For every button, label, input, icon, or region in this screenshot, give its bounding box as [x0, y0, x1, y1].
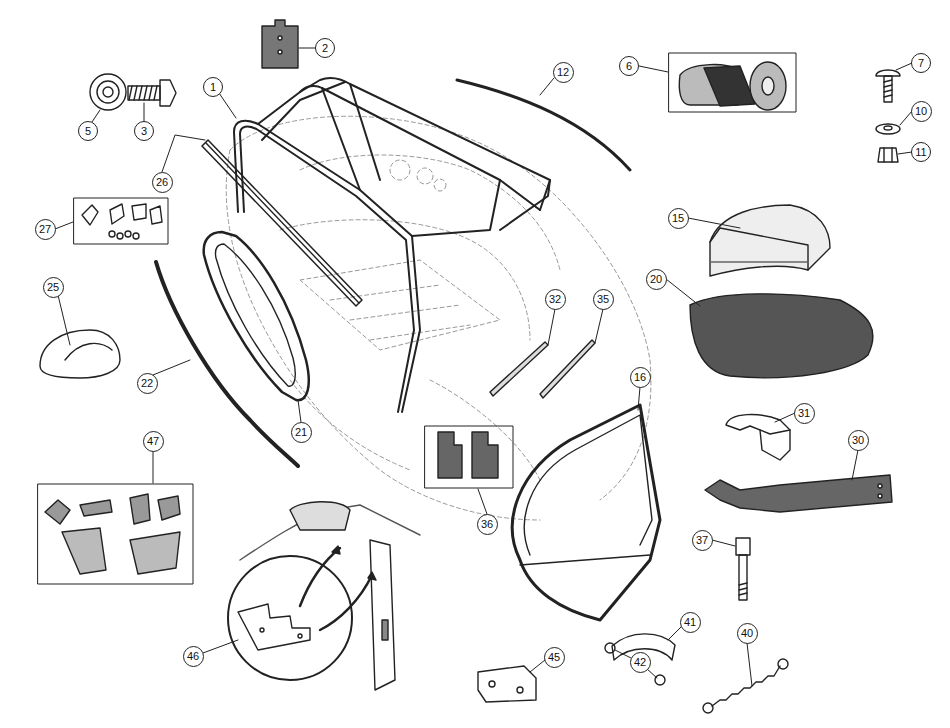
callout-number: 10	[911, 101, 932, 122]
callout-number: 22	[137, 373, 158, 394]
callout-number: 6	[619, 56, 639, 76]
callout-number: 1	[203, 77, 223, 97]
callout-number: 40	[737, 623, 758, 644]
callout-number: 2	[315, 38, 335, 58]
callout-number: 41	[680, 612, 701, 633]
callout-number: 21	[291, 422, 312, 443]
callout-number: 37	[692, 530, 713, 551]
callout-number: 27	[35, 219, 56, 240]
callout-number: 47	[143, 431, 164, 452]
callout-number: 31	[794, 403, 815, 424]
callout-number: 7	[911, 53, 931, 73]
callout-number: 36	[477, 514, 498, 535]
callout-number: 26	[152, 172, 173, 193]
callout-number: 35	[593, 289, 614, 310]
callout-number: 42	[630, 652, 651, 673]
callout-number: 32	[545, 289, 566, 310]
callout-number: 46	[183, 646, 204, 667]
callout-number: 20	[646, 269, 667, 290]
callout-number: 25	[43, 277, 64, 298]
callout-number: 3	[134, 121, 154, 141]
callout-number: 45	[544, 647, 565, 668]
callout-number: 15	[668, 208, 689, 229]
callout-number: 16	[630, 367, 651, 388]
callout-number: 30	[848, 430, 869, 451]
callout-number: 5	[78, 121, 98, 141]
callout-number: 12	[553, 62, 574, 83]
callout-number: 11	[911, 142, 931, 162]
